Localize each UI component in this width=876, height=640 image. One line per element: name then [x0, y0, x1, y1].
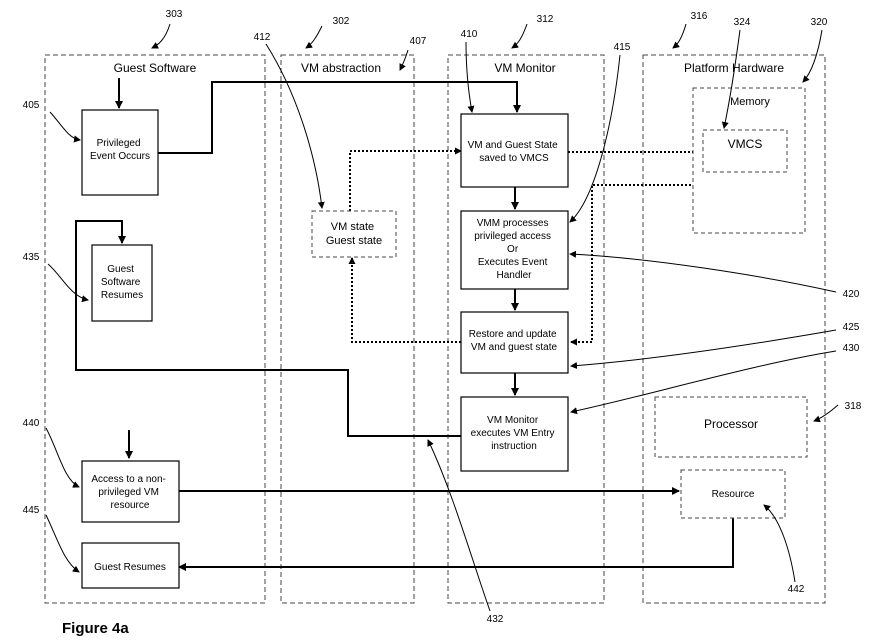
- ref-316: 316: [691, 11, 708, 22]
- restore-update-line-2: VM and guest state: [471, 342, 558, 353]
- ref-432: 432: [487, 614, 504, 625]
- svg-text:Guest Software Resumes: Guest Software Resumes: [101, 264, 143, 301]
- vm-guest-state-box: [311, 210, 397, 258]
- ref-432-leader: [427, 439, 491, 612]
- ref-303: 303: [166, 9, 183, 20]
- vmcs-box: [702, 129, 788, 173]
- guest-software-resumes-line-2: Software: [101, 277, 141, 288]
- vm-entry-line-1: VM Monitor: [487, 415, 539, 426]
- saved-to-vmcs-line-2: saved to VMCS: [479, 153, 549, 164]
- svg-text:Restore and update VM and: Restore and update VM and guest state: [469, 329, 560, 353]
- guest-software-resumes-line-3: Resumes: [101, 290, 143, 301]
- vm-guest-state-line-1: VM state: [331, 221, 374, 233]
- privileged-to-vmcs-save-line: [158, 81, 521, 154]
- ref-440: 440: [23, 418, 40, 429]
- ref-410: 410: [461, 29, 478, 40]
- ref-405-leader: [49, 111, 81, 143]
- svg-text:VM state Guest state: VM state Guest state: [326, 221, 382, 247]
- svg-text:VM Monitor executes VM Ent: VM Monitor executes VM Entry instruction: [471, 415, 558, 452]
- resource-label: Resource: [712, 489, 755, 500]
- privileged-event-line-1: Privileged: [97, 138, 141, 149]
- vm-state-to-save-dotted: [349, 147, 462, 211]
- vm-guest-state-line-2: Guest state: [326, 235, 382, 247]
- ref-405: 405: [23, 100, 40, 111]
- ref-445: 445: [23, 505, 40, 516]
- ref-410-leader: [465, 41, 475, 113]
- ref-324: 324: [734, 17, 751, 28]
- vm-monitor-title: VM Monitor: [494, 61, 555, 75]
- restore-update-line-1: Restore and update: [469, 329, 557, 340]
- ref-312: 312: [537, 14, 554, 25]
- ref-302: 302: [333, 16, 350, 27]
- ref-425-leader: [570, 329, 837, 370]
- ref-440-leader: [45, 427, 80, 488]
- guest-software-title: Guest Software: [114, 61, 197, 75]
- vmm-processes-line-5: Handler: [496, 270, 532, 281]
- guest-software-resumes-line-1: Guest: [107, 264, 134, 275]
- ref-435: 435: [23, 252, 40, 263]
- ref-415: 415: [614, 42, 631, 53]
- ref-318: 318: [845, 401, 862, 412]
- access-nonprivileged-line-1: Access to a non-: [91, 474, 165, 485]
- privileged-event-box: [81, 109, 159, 196]
- ref-420-leader: [569, 250, 837, 293]
- ref-412: 412: [254, 32, 271, 43]
- privileged-event-line-2: Event Occurs: [90, 151, 150, 162]
- ref-312-leader: [511, 23, 528, 49]
- ref-415-leader: [569, 54, 621, 223]
- vm-entry-line-2: executes VM Entry: [471, 428, 555, 439]
- ref-320-leader: [802, 29, 823, 83]
- vmm-processes-line-1: VMM processes: [477, 218, 549, 229]
- ref-320: 320: [811, 17, 828, 28]
- resource-to-guest-resumes-line: [178, 518, 734, 571]
- ref-420: 420: [843, 289, 860, 300]
- ref-324-leader: [721, 29, 741, 129]
- figure-caption: Figure 4a: [62, 620, 129, 637]
- ref-303-leader: [151, 23, 171, 49]
- ref-412-leader: [265, 43, 325, 209]
- guest-resumes-label: Guest Resumes: [94, 562, 166, 573]
- saved-to-vmcs-line-1: VM and Guest State: [468, 140, 558, 151]
- ref-430-leader: [570, 350, 837, 415]
- vm-abstraction-title: VM abstraction: [301, 61, 381, 75]
- access-nonprivileged-line-2: privileged VM: [98, 487, 159, 498]
- vm-abstraction-column: [280, 54, 415, 604]
- ref-445-leader: [45, 514, 80, 573]
- ref-442: 442: [788, 584, 805, 595]
- saved-to-vmcs-box: [460, 113, 569, 188]
- processor-label: Processor: [704, 417, 758, 431]
- restore-to-vm-state-dotted: [348, 257, 461, 343]
- vm-entry-to-guest-resumes-line: [75, 220, 461, 437]
- ref-302-leader: [305, 25, 323, 49]
- platform-hardware-column: [642, 54, 826, 604]
- ref-318-leader: [813, 404, 839, 423]
- svg-text:VM and Guest State saved t: VM and Guest State saved to VMCS: [468, 140, 561, 164]
- restore-update-box: [460, 311, 569, 374]
- ref-430: 430: [843, 343, 860, 354]
- vmm-processes-line-2: privileged access: [474, 231, 551, 242]
- guest-software-resumes-box: [91, 244, 153, 322]
- ref-442-leader: [763, 504, 796, 583]
- svg-text:Privileged Event Occurs: Privileged Event Occurs: [90, 138, 150, 162]
- svg-text:VMM processes privileged a: VMM processes privileged access Or Execu…: [474, 218, 554, 281]
- vmm-processes-box: [460, 210, 569, 290]
- memory-label: Memory: [730, 96, 770, 108]
- guest-resumes-box: [81, 542, 180, 589]
- ref-316-leader: [672, 23, 687, 49]
- vm-entry-line-3: instruction: [491, 441, 537, 452]
- processor-box: [654, 396, 808, 458]
- vm-entry-box: [460, 396, 569, 472]
- ref-407: 407: [410, 36, 427, 47]
- svg-text:Access to a non- privilege: Access to a non- privileged VM resource: [91, 474, 168, 511]
- vmm-processes-line-4: Executes Event: [478, 257, 548, 268]
- ref-425: 425: [843, 322, 860, 333]
- access-nonprivileged-box: [81, 460, 180, 523]
- ref-435-leader: [47, 263, 89, 303]
- vmcs-label: VMCS: [728, 137, 763, 151]
- access-nonprivileged-line-3: resource: [111, 500, 150, 511]
- vmm-processes-line-3: Or: [507, 244, 519, 255]
- ref-407-leader: [399, 49, 409, 71]
